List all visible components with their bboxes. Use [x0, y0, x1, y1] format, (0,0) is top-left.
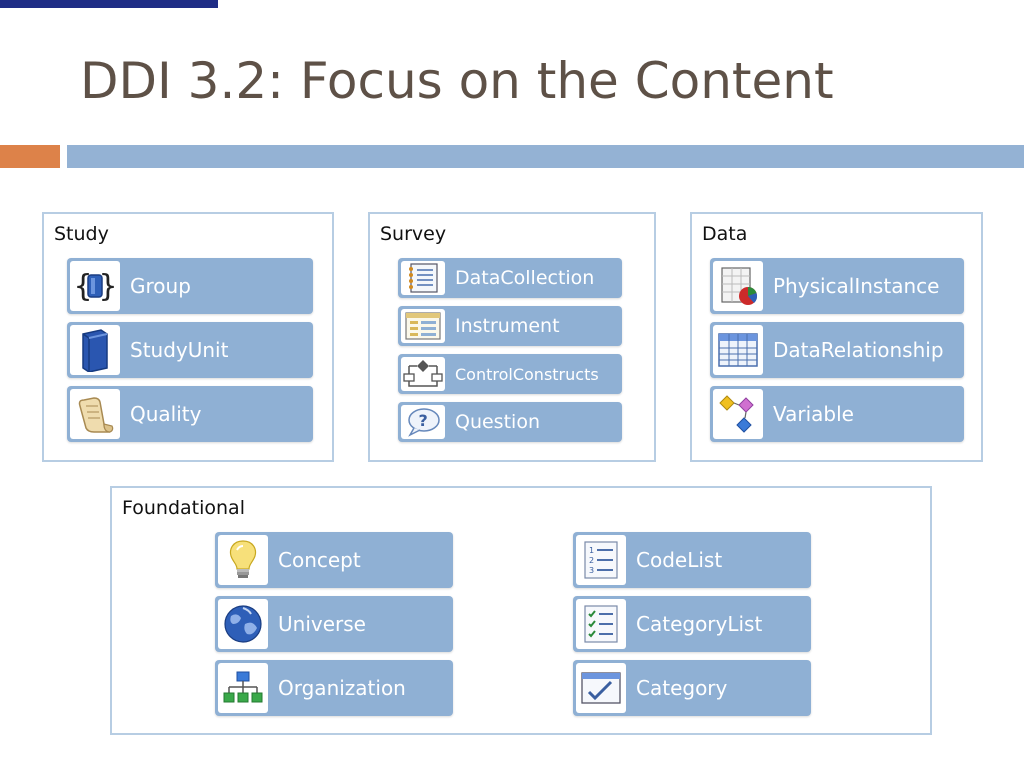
study-panel-title: Study	[54, 223, 109, 245]
svg-text:}: }	[99, 269, 117, 304]
survey-item-question-label: Question	[455, 411, 540, 433]
question-bubble-icon: ?	[401, 405, 445, 439]
survey-item-datacollection[interactable]: DataCollection	[398, 258, 622, 298]
survey-item-instrument-label: Instrument	[455, 315, 560, 337]
flowchart-icon	[401, 357, 445, 391]
survey-item-datacollection-label: DataCollection	[455, 267, 595, 289]
data-item-variable[interactable]: Variable	[710, 386, 964, 442]
data-panel-title: Data	[702, 223, 748, 245]
diamonds-icon	[713, 389, 763, 439]
foundational-item-categorylist-label: CategoryList	[636, 612, 763, 636]
globe-icon	[218, 599, 268, 649]
foundational-item-codelist-label: CodeList	[636, 548, 723, 572]
data-item-datarelationship-label: DataRelationship	[773, 338, 944, 362]
foundational-item-categorylist[interactable]: CategoryList	[573, 596, 811, 652]
study-item-group-label: Group	[130, 274, 191, 298]
data-item-datarelationship[interactable]: DataRelationship	[710, 322, 964, 378]
spreadsheet-chart-icon	[713, 261, 763, 311]
data-item-variable-label: Variable	[773, 402, 854, 426]
top-accent-bar	[0, 0, 218, 8]
checked-window-icon	[576, 663, 626, 713]
study-item-quality-label: Quality	[130, 402, 202, 426]
svg-text:3: 3	[589, 566, 594, 575]
foundational-item-organization[interactable]: Organization	[215, 660, 453, 716]
foundational-panel: Foundational Concept Universe	[110, 486, 932, 735]
lightbulb-icon	[218, 535, 268, 585]
foundational-item-concept[interactable]: Concept	[215, 532, 453, 588]
study-item-studyunit-label: StudyUnit	[130, 338, 229, 362]
title-rule-blue	[67, 145, 1024, 168]
svg-text:1: 1	[589, 546, 594, 555]
foundational-item-category[interactable]: Category	[573, 660, 811, 716]
form-icon	[401, 309, 445, 343]
data-item-physicalinstance[interactable]: PhysicalInstance	[710, 258, 964, 314]
checklist-icon	[576, 599, 626, 649]
svg-text:2: 2	[589, 556, 594, 565]
foundational-panel-title: Foundational	[122, 497, 245, 519]
slide-title: DDI 3.2: Focus on the Content	[80, 52, 834, 110]
notebook-icon	[401, 261, 445, 295]
survey-item-controlconstructs-label: ControlConstructs	[455, 364, 599, 384]
study-item-studyunit[interactable]: StudyUnit	[67, 322, 313, 378]
survey-panel-title: Survey	[380, 223, 447, 245]
table-icon	[713, 325, 763, 375]
study-item-group[interactable]: { } Group	[67, 258, 313, 314]
data-item-physicalinstance-label: PhysicalInstance	[773, 274, 940, 298]
foundational-item-concept-label: Concept	[278, 548, 361, 572]
svg-text:?: ?	[419, 411, 428, 430]
book-icon	[70, 325, 120, 375]
foundational-item-universe-label: Universe	[278, 612, 366, 636]
foundational-item-organization-label: Organization	[278, 676, 406, 700]
org-chart-icon	[218, 663, 268, 713]
title-rule-orange	[0, 145, 60, 168]
foundational-item-category-label: Category	[636, 676, 728, 700]
scroll-icon	[70, 389, 120, 439]
survey-item-instrument[interactable]: Instrument	[398, 306, 622, 346]
data-panel: Data PhysicalInstance DataRelationship	[690, 212, 983, 462]
survey-item-controlconstructs[interactable]: ControlConstructs	[398, 354, 622, 394]
study-panel: Study { } Group StudyUnit	[42, 212, 334, 462]
survey-panel: Survey DataCollection Instrument	[368, 212, 656, 462]
foundational-item-universe[interactable]: Universe	[215, 596, 453, 652]
survey-item-question[interactable]: ? Question	[398, 402, 622, 442]
braces-icon: { }	[70, 261, 120, 311]
study-item-quality[interactable]: Quality	[67, 386, 313, 442]
